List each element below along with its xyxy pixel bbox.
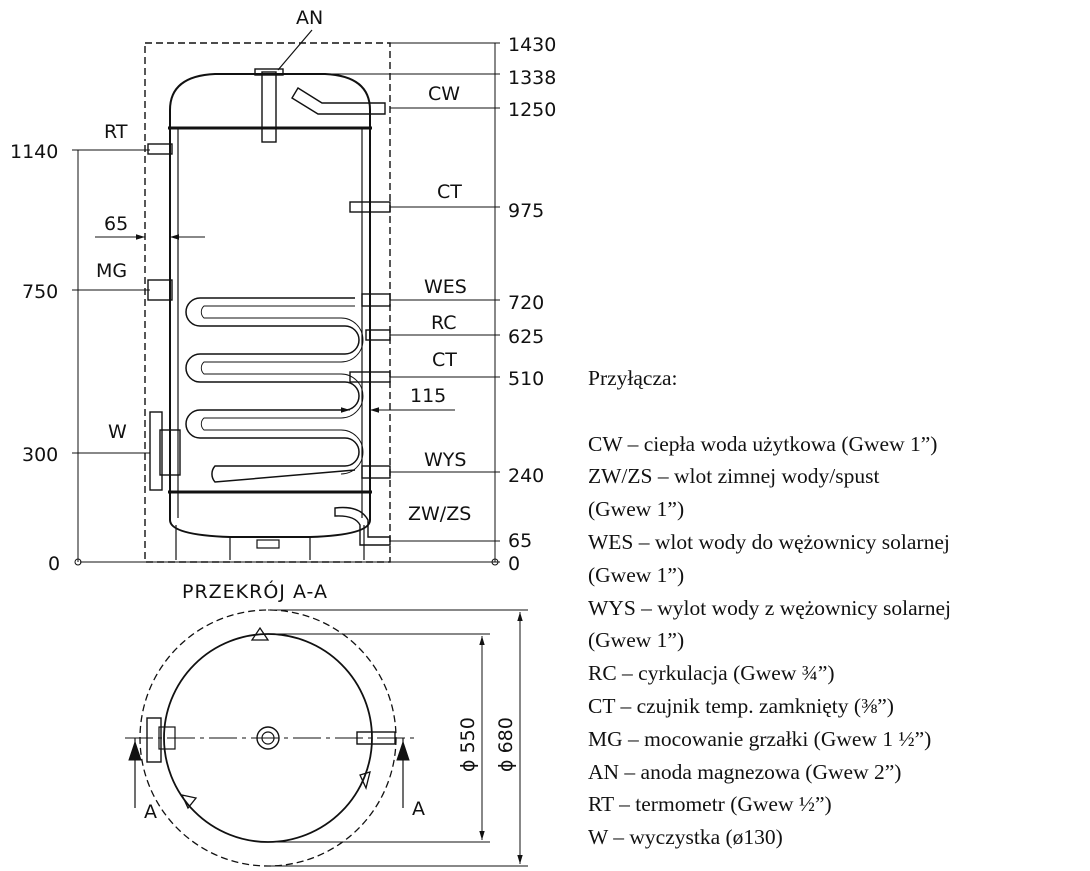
dim-1250: 1250 [508, 99, 556, 121]
dim-240: 240 [508, 465, 544, 487]
legend-title: Przyłącza: [588, 366, 678, 390]
solar-coil [185, 297, 364, 483]
diameter-dims [268, 609, 528, 867]
side-view [80, 42, 500, 563]
tank-feet [175, 525, 365, 560]
cut-label-left: A [144, 801, 157, 823]
top-view [125, 609, 415, 867]
dim-0-left: 0 [48, 553, 60, 575]
wes-connector [361, 293, 391, 307]
label-rt: RT [104, 121, 128, 143]
legend-item: ZW/ZS – wlot zimnej wody/spust [588, 464, 880, 489]
dim-65-right: 65 [508, 530, 532, 552]
legend-item: (Gwew 1”) [588, 628, 685, 653]
legend-item: WYS – wylot wody z wężownicy solarnej [588, 595, 952, 620]
dim-diameter-550: ϕ 550 [457, 717, 479, 772]
dim-115: 115 [410, 385, 446, 407]
dim-65-insulation: 65 [104, 213, 128, 235]
cut-label-right: A [412, 798, 425, 820]
dim-750: 750 [22, 281, 58, 303]
legend-item: W – wyczystka (ø130) [588, 825, 783, 850]
zwzs-pipe [334, 506, 391, 546]
label-w: W [108, 421, 127, 443]
left-dimension-chain [72, 149, 150, 566]
dim-0-right: 0 [508, 553, 520, 575]
label-cw: CW [428, 83, 460, 105]
cw-pipe [291, 87, 386, 115]
label-an: AN [296, 7, 323, 29]
right-dimension-chain [280, 42, 500, 566]
left-dimension-values: 1140 750 300 0 [10, 141, 60, 575]
insulation-outline [144, 42, 391, 563]
dim-1430: 1430 [508, 34, 556, 56]
dim-625: 625 [508, 326, 544, 348]
section-title: PRZEKRÓJ A-A [182, 579, 328, 603]
anode-pipe [261, 71, 277, 143]
dim-1338: 1338 [508, 67, 556, 89]
tank-shell [169, 73, 371, 538]
dim-diameter-680: ϕ 680 [495, 717, 517, 772]
rt-connector [147, 143, 173, 155]
label-zwzs: ZW/ZS [408, 503, 471, 525]
dim-1140: 1140 [10, 141, 58, 163]
label-rc: RC [431, 312, 457, 334]
label-ct-top: CT [437, 181, 462, 203]
connections-legend: Przyłącza: CW – ciepła woda użytkowa (Gw… [588, 362, 1088, 854]
anode-plan [256, 726, 280, 750]
legend-item: (Gwew 1”) [588, 562, 685, 587]
mg-connector [147, 279, 173, 301]
dim-300: 300 [22, 444, 58, 466]
cleanout-flange [149, 411, 163, 491]
right-dimension-values: 1430 1338 1250 975 720 625 510 240 65 0 [508, 34, 556, 575]
legend-item: (Gwew 1”) [588, 497, 685, 522]
dim-510: 510 [508, 368, 544, 390]
dim-975: 975 [508, 200, 544, 222]
legend-item: CW – ciepła woda użytkowa (Gwew 1”) [588, 431, 938, 456]
legend-item: WES – wlot wody do wężownicy solarnej [588, 529, 950, 554]
wys-connector [361, 465, 391, 479]
legend-item: RC – cyrkulacja (Gwew ¾”) [588, 661, 835, 686]
dim-720: 720 [508, 292, 544, 314]
legend-item: RT – termometr (Gwew ½”) [588, 792, 832, 817]
legend-item: AN – anoda magnezowa (Gwew 2”) [588, 759, 902, 784]
label-wes: WES [424, 276, 467, 298]
label-ct-mid: CT [432, 349, 457, 371]
legend-item: MG – mocowanie grzałki (Gwew 1 ½”) [588, 726, 932, 751]
legend-item: CT – czujnik temp. zamknięty (⅜”) [588, 693, 894, 718]
label-mg: MG [96, 260, 127, 282]
label-wys: WYS [424, 449, 466, 471]
